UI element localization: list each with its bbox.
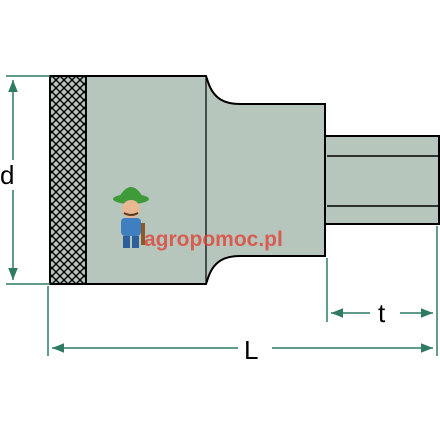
socket-body (49, 75, 326, 285)
watermark-text: agropomoc.pl (144, 228, 283, 251)
hex-bit (324, 135, 440, 225)
dimension-l: L (47, 286, 438, 366)
dimension-d-label: d (0, 160, 14, 190)
knurled-grip (49, 75, 87, 285)
dimension-t-label: t (378, 298, 386, 328)
dimension-t: t (326, 226, 438, 328)
dimension-l-label: L (244, 335, 258, 365)
watermark: agropomoc.pl (113, 187, 283, 251)
dimension-d: d (0, 75, 50, 285)
hex-bit-body (324, 135, 440, 225)
farmer-mascot-logo (113, 187, 149, 248)
